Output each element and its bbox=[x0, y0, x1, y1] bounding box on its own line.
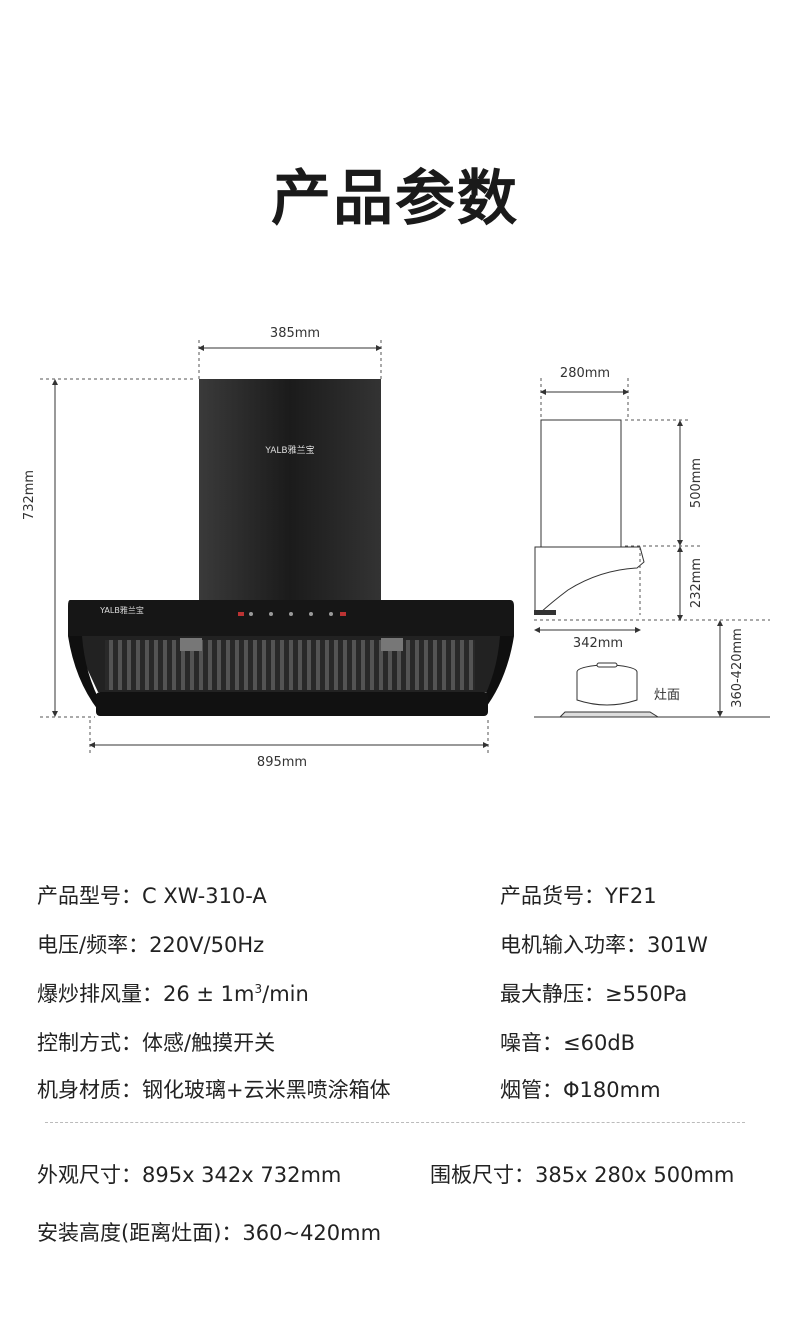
spec-voltage: 电压/频率：220V/50Hz bbox=[37, 933, 265, 957]
spec-noise: 噪音：≤60dB bbox=[500, 1031, 636, 1055]
spec-material: 机身材质：钢化玻璃+云米黑喷涂箱体 bbox=[37, 1078, 391, 1102]
spec-airflow: 爆炒排风量：26 ± 1m3/min bbox=[37, 978, 309, 1008]
side-view: 280mm 500mm 232mm 342mm 360-420mm 灶面 bbox=[534, 366, 770, 718]
page-title: 产品参数 bbox=[271, 164, 519, 234]
dim-500: 500mm bbox=[689, 458, 704, 508]
dim-342: 342mm bbox=[573, 636, 623, 651]
stove-pot bbox=[558, 662, 660, 718]
control-panel bbox=[238, 612, 346, 616]
chimney-logo: YALB雅兰宝 bbox=[264, 444, 314, 456]
spec-model: 产品型号：C XW-310-A bbox=[37, 884, 267, 908]
spec-duct: 烟管：Φ180mm bbox=[500, 1078, 661, 1102]
front-view: 385mm 732mm 895mm YALB雅兰宝 YALB雅兰宝 bbox=[22, 326, 514, 770]
side-hood-body bbox=[534, 546, 645, 614]
spec-airflow-sup: 3 bbox=[254, 982, 263, 996]
hood-logo: YALB雅兰宝 bbox=[99, 605, 144, 615]
spec-motor-power: 电机输入功率：301W bbox=[500, 933, 708, 957]
dim-install: 360-420mm bbox=[730, 628, 745, 708]
spec-pressure: 最大静压：≥550Pa bbox=[500, 982, 688, 1006]
chimney-panel bbox=[199, 379, 381, 601]
spec-control: 控制方式：体感/触摸开关 bbox=[37, 1031, 276, 1055]
dim-385: 385mm bbox=[270, 326, 320, 341]
spec-airflow-value: 爆炒排风量：26 ± 1m bbox=[37, 982, 255, 1006]
dim-895: 895mm bbox=[257, 755, 307, 770]
stove-label: 灶面 bbox=[654, 688, 680, 703]
product-dimension-diagram: 385mm 732mm 895mm YALB雅兰宝 YALB雅兰宝 bbox=[22, 326, 770, 770]
hood-handle-right bbox=[381, 638, 403, 651]
spec-outer-size: 外观尺寸：895x 342x 732mm bbox=[37, 1163, 342, 1187]
spec-install-height: 安装高度(距离灶面)：360~420mm bbox=[37, 1221, 382, 1245]
spec-divider bbox=[45, 1122, 745, 1123]
hood-handle-left bbox=[180, 638, 202, 651]
side-chimney bbox=[540, 419, 622, 548]
dim-732: 732mm bbox=[22, 470, 37, 520]
spec-item-no: 产品货号：YF21 bbox=[500, 884, 657, 908]
dim-232: 232mm bbox=[689, 558, 704, 608]
dim-280: 280mm bbox=[560, 366, 610, 381]
spec-airflow-unit: /min bbox=[262, 982, 309, 1006]
spec-panel-size: 围板尺寸：385x 280x 500mm bbox=[430, 1163, 735, 1187]
